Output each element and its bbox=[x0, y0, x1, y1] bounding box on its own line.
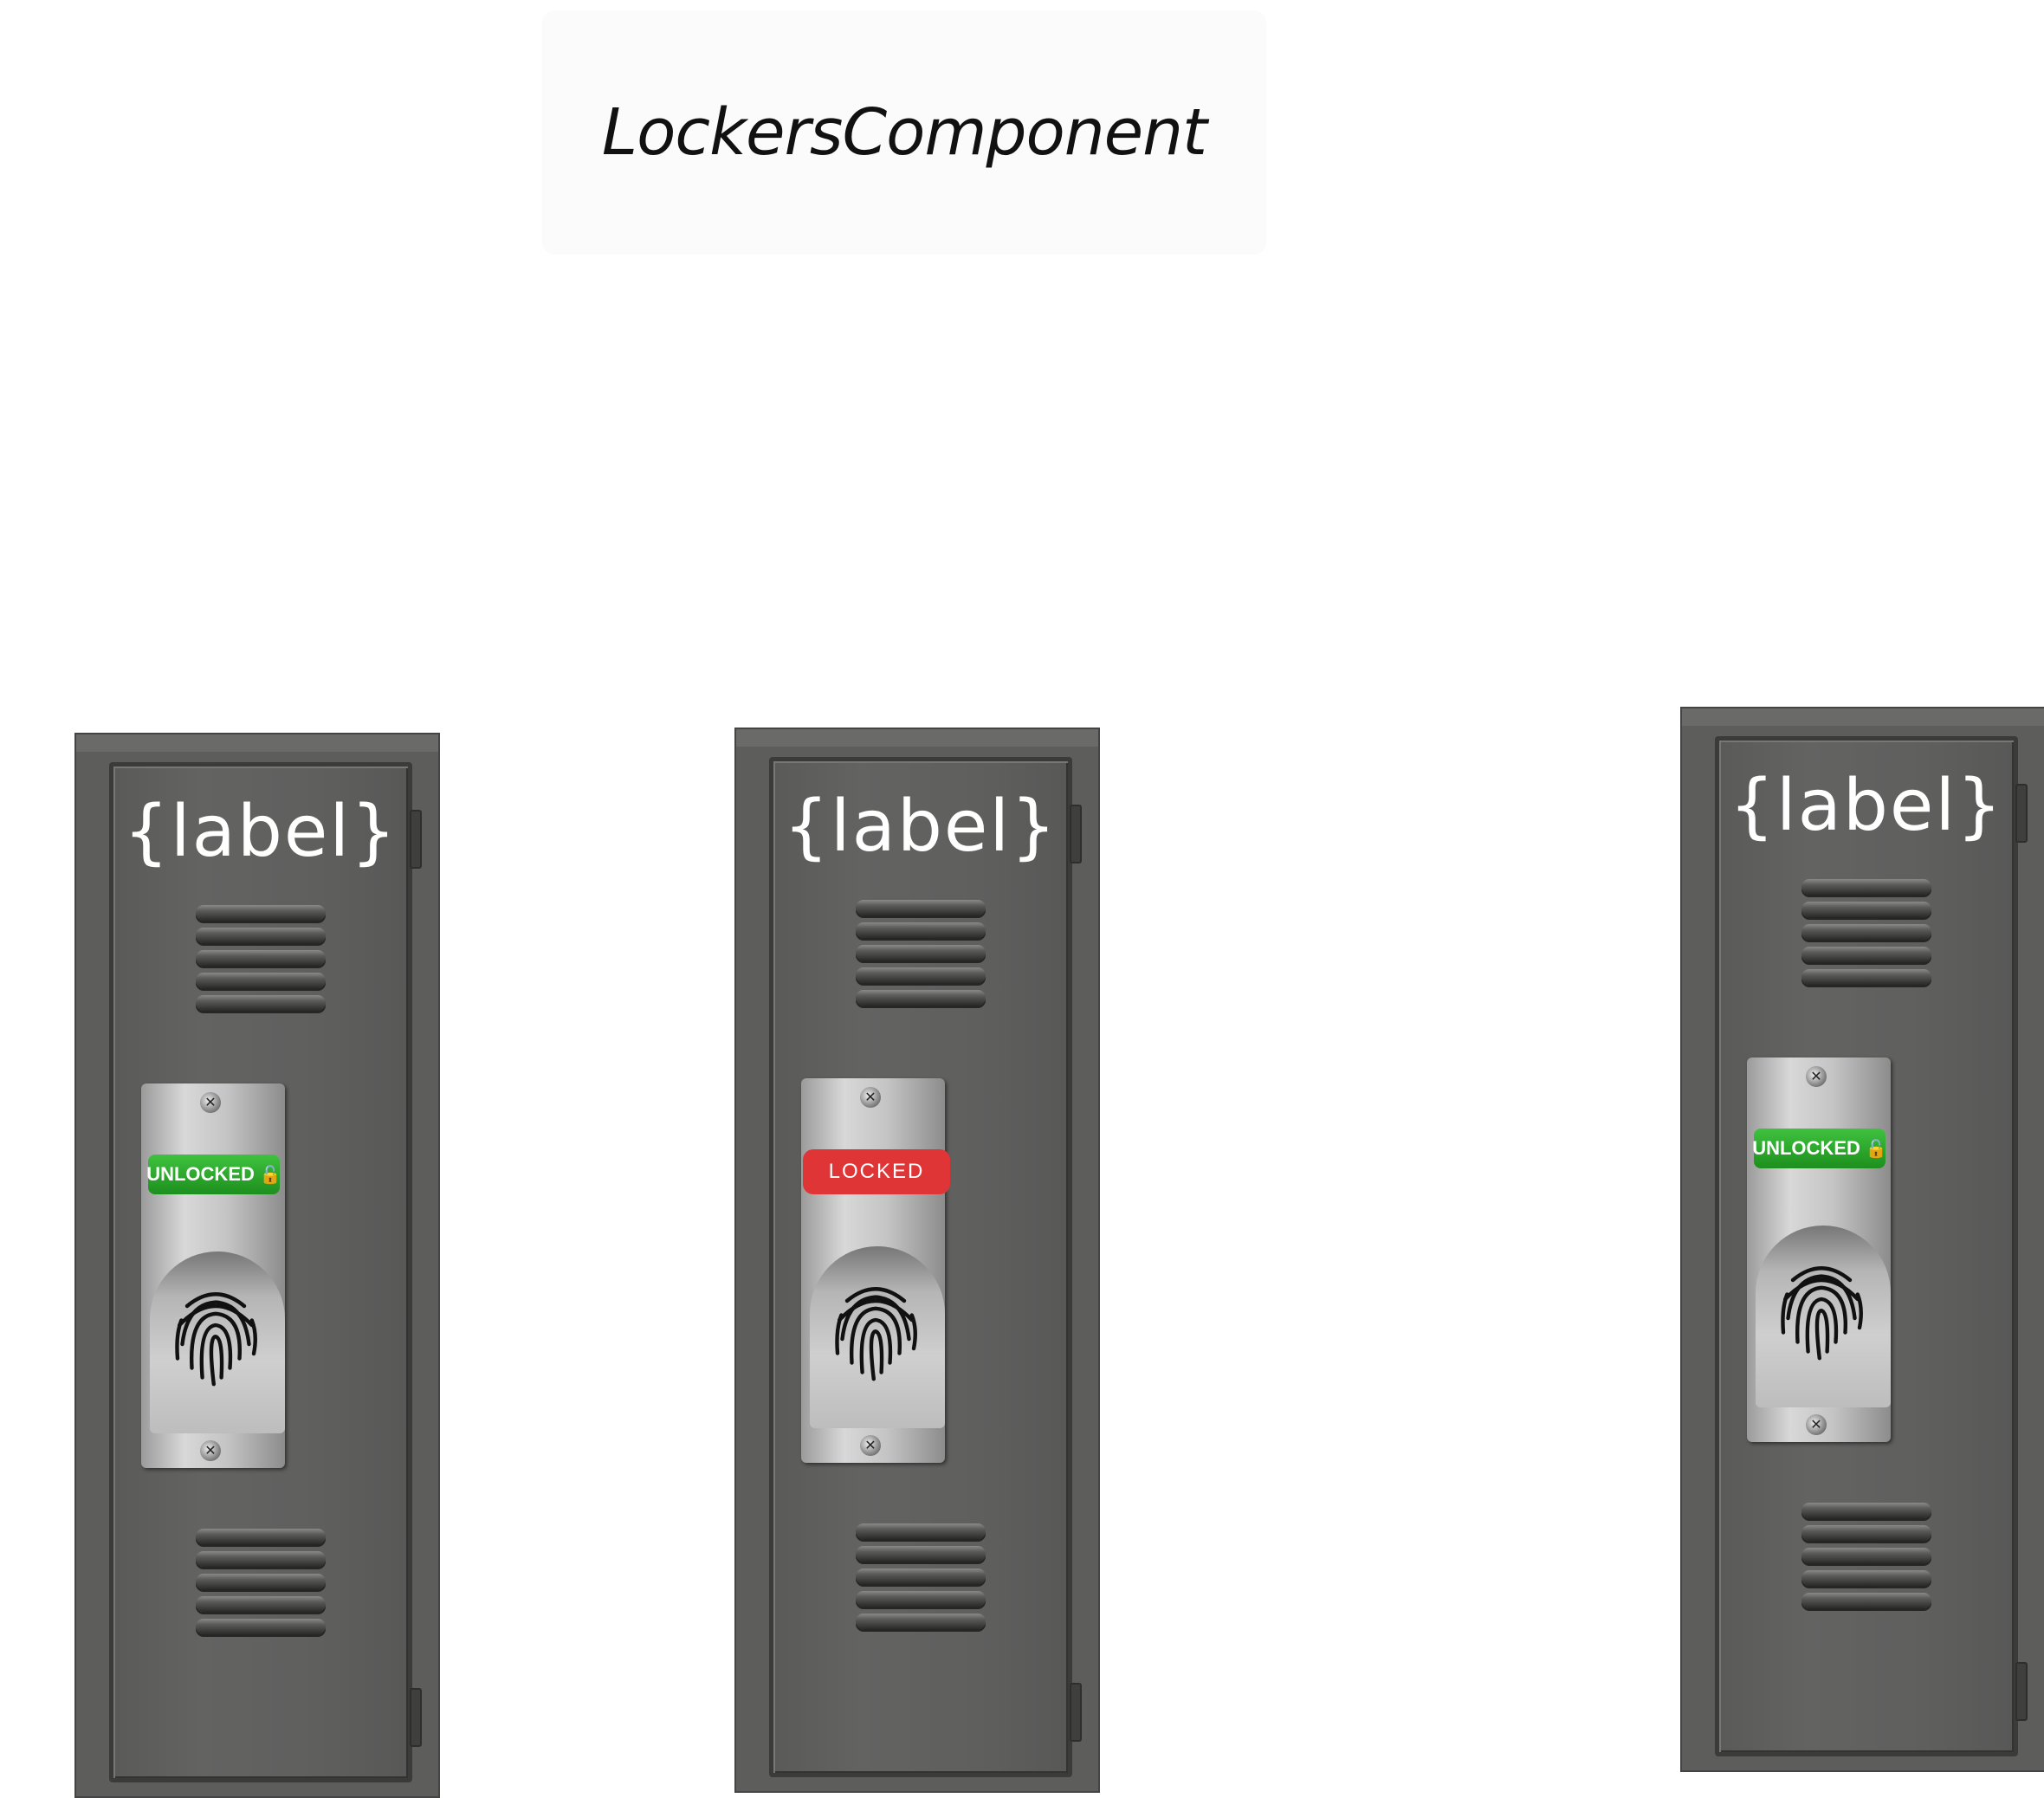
fingerprint-icon bbox=[835, 1287, 917, 1381]
status-text: UNLOCKED bbox=[1752, 1137, 1860, 1159]
locker-door[interactable]: {label} ✕ UNLOCKED 🔓 bbox=[109, 762, 422, 1782]
fingerprint-scanner[interactable] bbox=[810, 1246, 945, 1428]
locker-door[interactable]: {label} ✕ UNLOCKED 🔓 bbox=[1715, 736, 2028, 1756]
component-title-card: LockersComponent bbox=[542, 10, 1266, 255]
upper-vent bbox=[773, 900, 1068, 1006]
upper-vent bbox=[113, 905, 408, 1011]
locker-3[interactable]: {label} ✕ UNLOCKED 🔓 bbox=[1680, 707, 2044, 1772]
screw-icon: ✕ bbox=[1806, 1414, 1827, 1435]
screw-icon: ✕ bbox=[860, 1435, 881, 1456]
upper-vent bbox=[1719, 879, 2014, 985]
screw-icon: ✕ bbox=[200, 1440, 221, 1461]
locker-label: {label} bbox=[783, 786, 1058, 868]
hinge bbox=[2015, 1662, 2028, 1721]
fingerprint-lock-panel[interactable]: ✕ UNLOCKED 🔓 bbox=[1747, 1057, 1891, 1442]
hinge bbox=[1070, 1683, 1082, 1742]
fingerprint-icon bbox=[175, 1292, 257, 1387]
locker-2[interactable]: {label} ✕ LOCKED bbox=[734, 728, 1100, 1793]
lower-vent bbox=[1719, 1503, 2014, 1608]
lower-vent bbox=[773, 1523, 1068, 1629]
status-badge: UNLOCKED 🔓 bbox=[146, 1154, 281, 1194]
hinge bbox=[2015, 784, 2028, 843]
status-badge: UNLOCKED 🔓 bbox=[1752, 1129, 1887, 1168]
unlocked-padlock-icon: 🔓 bbox=[1865, 1139, 1887, 1159]
screw-icon: ✕ bbox=[200, 1092, 221, 1113]
status-badge: LOCKED bbox=[803, 1149, 950, 1194]
screw-icon: ✕ bbox=[860, 1087, 881, 1108]
locker-label: {label} bbox=[123, 791, 398, 873]
fingerprint-lock-panel[interactable]: ✕ UNLOCKED 🔓 bbox=[141, 1083, 285, 1468]
component-title: LockersComponent bbox=[601, 95, 1207, 170]
locker-door[interactable]: {label} ✕ LOCKED bbox=[769, 757, 1082, 1777]
status-text: LOCKED bbox=[828, 1160, 925, 1183]
locker-1[interactable]: {label} ✕ UNLOCKED 🔓 bbox=[74, 733, 440, 1798]
hinge bbox=[1070, 805, 1082, 863]
screw-icon: ✕ bbox=[1806, 1066, 1827, 1087]
lower-vent bbox=[113, 1529, 408, 1634]
unlocked-padlock-icon: 🔓 bbox=[259, 1165, 281, 1185]
fingerprint-lock-panel[interactable]: ✕ LOCKED ✕ bbox=[801, 1078, 950, 1463]
fingerprint-scanner[interactable] bbox=[1756, 1226, 1891, 1407]
status-text: UNLOCKED bbox=[146, 1163, 255, 1185]
fingerprint-icon bbox=[1781, 1266, 1863, 1361]
locker-label: {label} bbox=[1729, 765, 2004, 847]
hinge bbox=[410, 1688, 422, 1747]
fingerprint-scanner[interactable] bbox=[150, 1251, 285, 1433]
hinge bbox=[410, 810, 422, 869]
